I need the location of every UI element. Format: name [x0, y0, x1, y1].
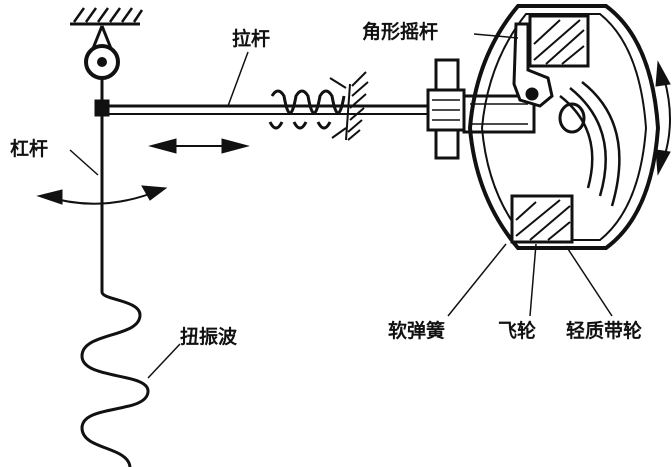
lever-rotation-arrow-icon — [36, 185, 168, 205]
angle-rocker-label: 角形摇杆 — [362, 21, 439, 43]
pulley-rotation-arrow-icon — [655, 60, 671, 176]
light-pulley-casing — [467, 3, 661, 250]
pivot-pulley — [84, 44, 120, 80]
light-pulley-leader — [565, 245, 613, 317]
lever-leader — [69, 149, 99, 176]
angle-rocker — [512, 22, 554, 108]
rod-coil-spring — [268, 89, 346, 130]
pull-rod-label: 拉杆 — [232, 28, 271, 50]
soft-spring-leader — [447, 243, 507, 317]
torsional-wave-label: 扭振波 — [180, 326, 238, 348]
lever-label: 杠杆 — [10, 138, 49, 160]
soft-spring-label: 软弹簧 — [388, 320, 446, 342]
soft-spring-arcs — [559, 81, 621, 207]
horizontal-motion-arrow-icon — [148, 138, 250, 154]
rod-abutment — [329, 71, 369, 141]
pull-rod-leader — [227, 51, 249, 107]
pull-rod — [108, 104, 432, 115]
torsional-wave-leader — [147, 343, 181, 379]
flywheel-blocks — [510, 14, 590, 244]
lever-rod — [94, 78, 110, 292]
torsional-wave-line — [80, 291, 150, 467]
flywheel-label: 飞轮 — [498, 320, 537, 342]
light-pulley-label: 轻质带轮 — [566, 320, 643, 342]
angle-rocker-leader — [473, 33, 519, 39]
flywheel-leader — [529, 243, 537, 317]
rod-bearing-nut — [426, 58, 466, 160]
